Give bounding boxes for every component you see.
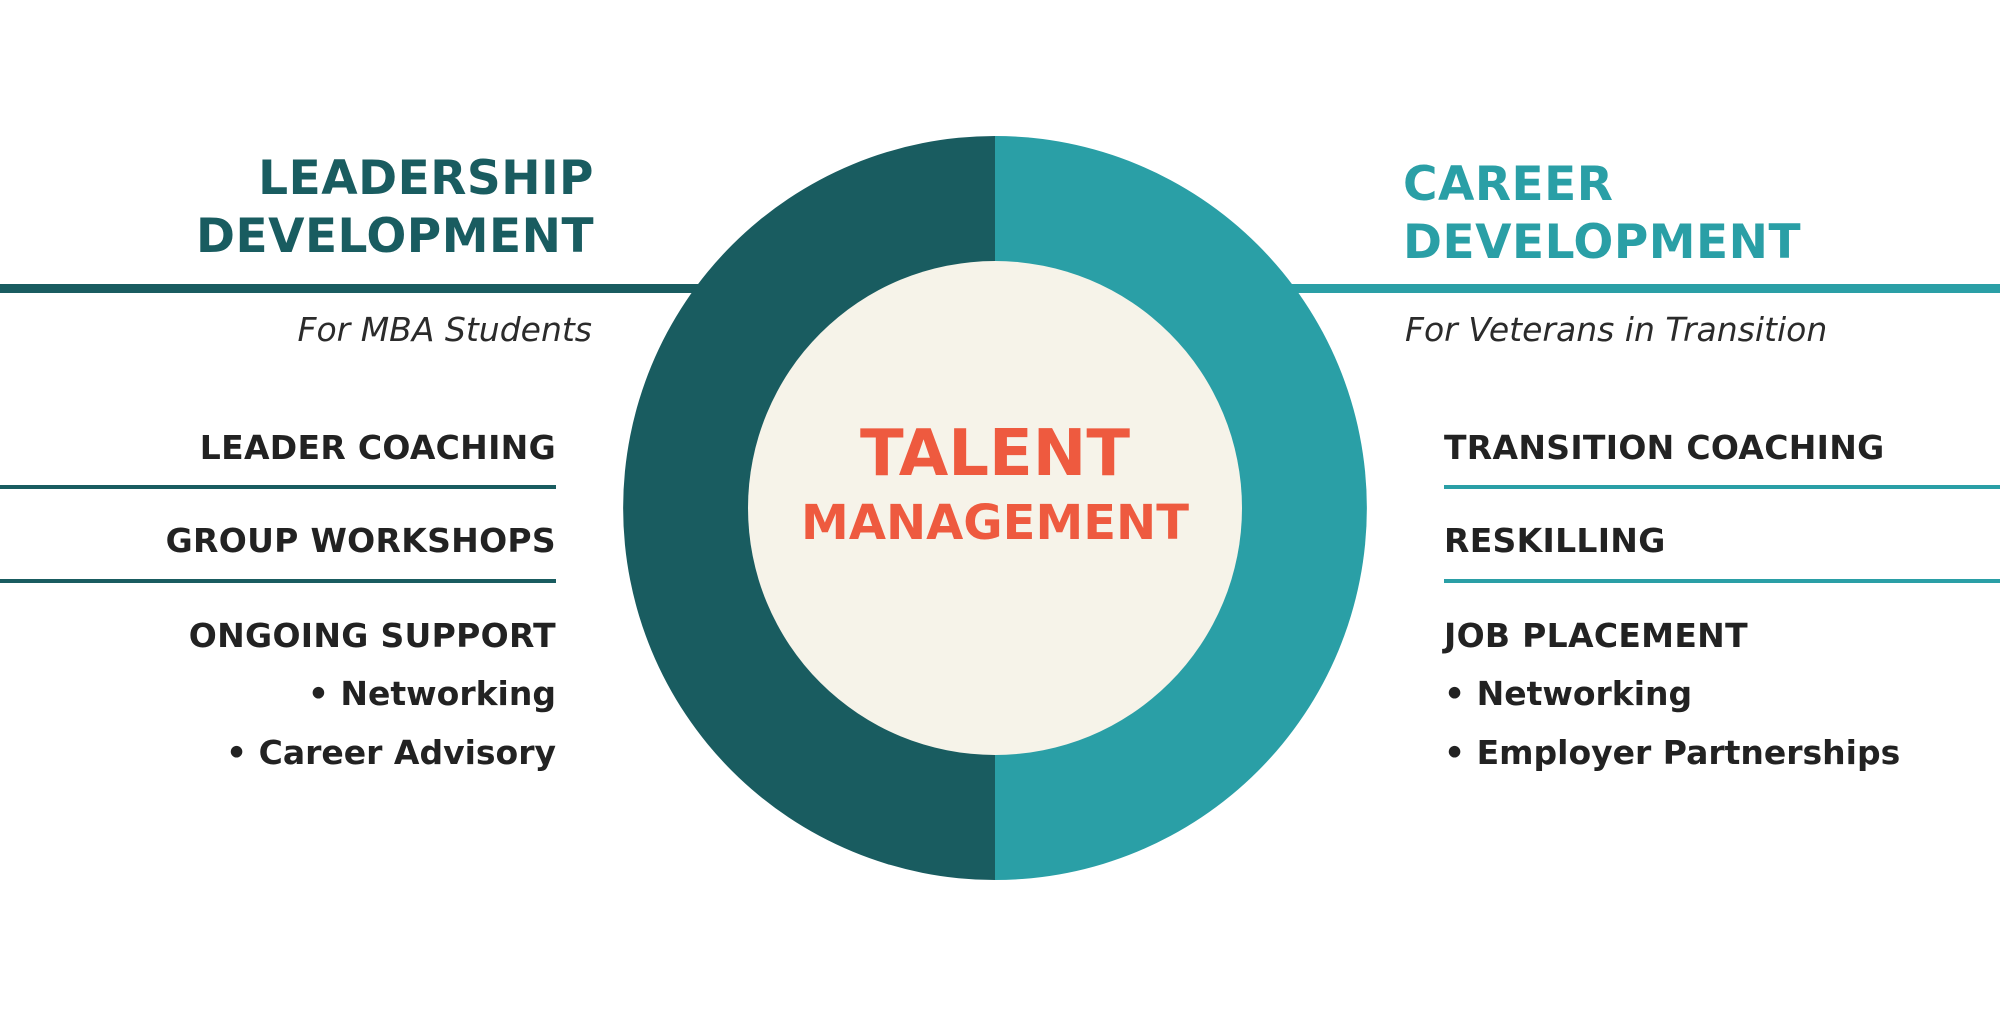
left-divider xyxy=(0,579,556,583)
right-header-bar xyxy=(1290,284,2000,293)
right-divider xyxy=(1444,579,2000,583)
right-item-reskilling: RESKILLING xyxy=(1444,521,1666,560)
left-title-line2: DEVELOPMENT xyxy=(195,209,594,264)
center-title-management: MANAGEMENT xyxy=(801,495,1189,551)
right-divider xyxy=(1444,485,2000,489)
center-circle xyxy=(748,261,1242,755)
left-item-group-workshops: GROUP WORKSHOPS xyxy=(165,521,556,560)
left-subitem-networking: • Networking xyxy=(307,674,556,713)
right-subitem-employer-partnerships: • Employer Partnerships xyxy=(1444,733,1901,772)
leadership-development-title: LEADERSHIP DEVELOPMENT xyxy=(196,150,594,266)
right-item-transition-coaching: TRANSITION COACHING xyxy=(1444,428,1885,467)
right-subtitle: For Veterans in Transition xyxy=(1405,310,1828,349)
left-subtitle: For MBA Students xyxy=(297,310,592,349)
left-item-leader-coaching: LEADER COACHING xyxy=(199,428,556,467)
right-title-line1: CAREER xyxy=(1403,157,1614,212)
left-subitem-career-advisory: • Career Advisory xyxy=(226,733,556,772)
left-title-line1: LEADERSHIP xyxy=(258,151,594,206)
right-item-job-placement: JOB PLACEMENT xyxy=(1444,616,1748,655)
left-header-bar xyxy=(0,284,700,293)
career-development-title: CAREER DEVELOPMENT xyxy=(1403,156,1801,272)
right-subitem-networking: • Networking xyxy=(1444,674,1693,713)
left-item-ongoing-support: ONGOING SUPPORT xyxy=(188,616,556,655)
center-title-talent: TALENT xyxy=(860,417,1130,491)
left-divider xyxy=(0,485,556,489)
right-title-line2: DEVELOPMENT xyxy=(1403,215,1802,270)
